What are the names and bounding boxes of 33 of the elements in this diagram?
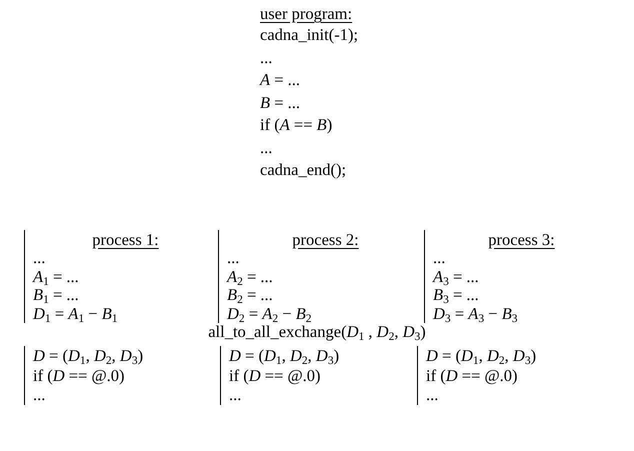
code-line: B = ... xyxy=(260,92,302,114)
code-line: B$_{2}$ = ... xyxy=(227,286,274,304)
code-line: D$_{3}$ = A$_{3}$ − B$_{3}$ xyxy=(433,304,519,323)
code-line: B$_{3}$ = ... xyxy=(433,286,480,304)
code-line: if (D == @.0) xyxy=(33,366,126,385)
code-line: cadna_end(); xyxy=(260,159,348,181)
code-line: if (A == B) xyxy=(260,114,334,136)
code-line: A$_{1}$ = ... xyxy=(33,268,80,286)
code-line: ... xyxy=(229,385,242,404)
code-line: D$_{1}$ = A$_{1}$ − B$_{1}$ xyxy=(33,304,119,323)
code-line: D$_{2}$ = A$_{2}$ − B$_{2}$ xyxy=(227,304,313,323)
code-line: ... xyxy=(260,46,274,68)
process-heading: process 2: xyxy=(291,230,360,249)
code-line: D = (D$_{1}$, D$_{2}$, D$_{3}$) xyxy=(229,346,340,366)
code-line: D = (D$_{1}$, D$_{2}$, D$_{3}$) xyxy=(33,346,144,366)
process-heading: process 1: xyxy=(91,230,160,249)
code-line: ... xyxy=(260,136,274,158)
code-line: if (D == @.0) xyxy=(426,366,519,385)
program-heading: user program: xyxy=(260,4,354,24)
code-line: ... xyxy=(426,385,440,404)
code-line: A = ... xyxy=(260,69,302,91)
code-line: A$_{3}$ = ... xyxy=(433,268,480,286)
code-line: ... xyxy=(33,385,46,404)
code-line: ... xyxy=(433,249,446,268)
code-line: if (D == @.0) xyxy=(229,366,322,385)
code-line: A$_{2}$ = ... xyxy=(227,268,274,286)
code-line: ... xyxy=(227,249,240,268)
code-line: cadna_init(-1); xyxy=(260,24,358,46)
code-line: D = (D$_{1}$, D$_{2}$, D$_{3}$) xyxy=(426,346,538,366)
code-line: ... xyxy=(33,249,46,268)
exchange-call: all_to_all_exchange(D$_{1}$ , D$_{2}$, D$_{3}$) xyxy=(208,322,426,342)
process-heading: process 3: xyxy=(487,230,556,249)
code-line: B$_{1}$ = ... xyxy=(33,286,80,304)
